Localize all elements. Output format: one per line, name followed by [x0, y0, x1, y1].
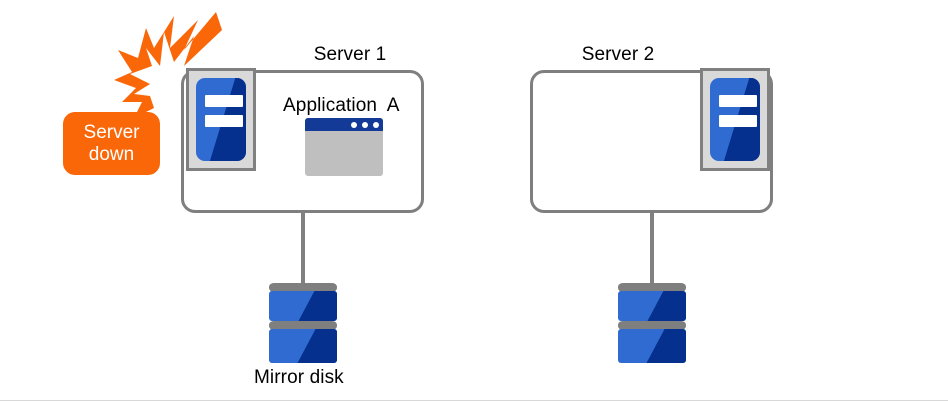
server-down-badge-label: Server down: [83, 121, 140, 165]
mirror-disk-2: [618, 283, 686, 365]
mirror-disk-2-cap-top: [618, 283, 686, 292]
application-a-dot-3: [373, 122, 379, 128]
server2-disk-connector: [650, 212, 654, 286]
server2-machine-bar-bottom: [719, 115, 757, 127]
mirror-disk-1-platter-bottom: [269, 329, 337, 363]
mirror-disk-2-platter-top: [618, 291, 686, 321]
server1-title: Server 1: [313, 44, 387, 65]
mirror-disk-2-cap-mid: [618, 321, 686, 330]
mirror-disk-2-platter-bottom: [618, 329, 686, 363]
server2-machine-icon: [700, 68, 770, 171]
server1-disk-connector: [301, 212, 305, 286]
mirror-disk-1-cap-top: [269, 283, 337, 292]
mirror-disk-1-platter-top: [269, 291, 337, 321]
server2-title: Server 2: [581, 44, 655, 65]
server1-machine-bar-bottom: [205, 115, 243, 127]
application-a-label: Application A: [283, 95, 400, 116]
server2-machine-bar-top: [719, 95, 757, 107]
application-a-titlebar: [305, 118, 383, 131]
mirror-disk-1: [269, 283, 337, 365]
server1-machine-bar-top: [205, 95, 243, 107]
server-down-badge: Server down: [63, 112, 160, 175]
application-a-window-icon: [305, 118, 383, 176]
server1-machine-icon: [186, 68, 256, 171]
application-a-dot-2: [362, 122, 368, 128]
mirror-disk-1-cap-mid: [269, 321, 337, 330]
application-a-dot-1: [351, 122, 357, 128]
mirror-disk-label: Mirror disk: [254, 367, 344, 388]
